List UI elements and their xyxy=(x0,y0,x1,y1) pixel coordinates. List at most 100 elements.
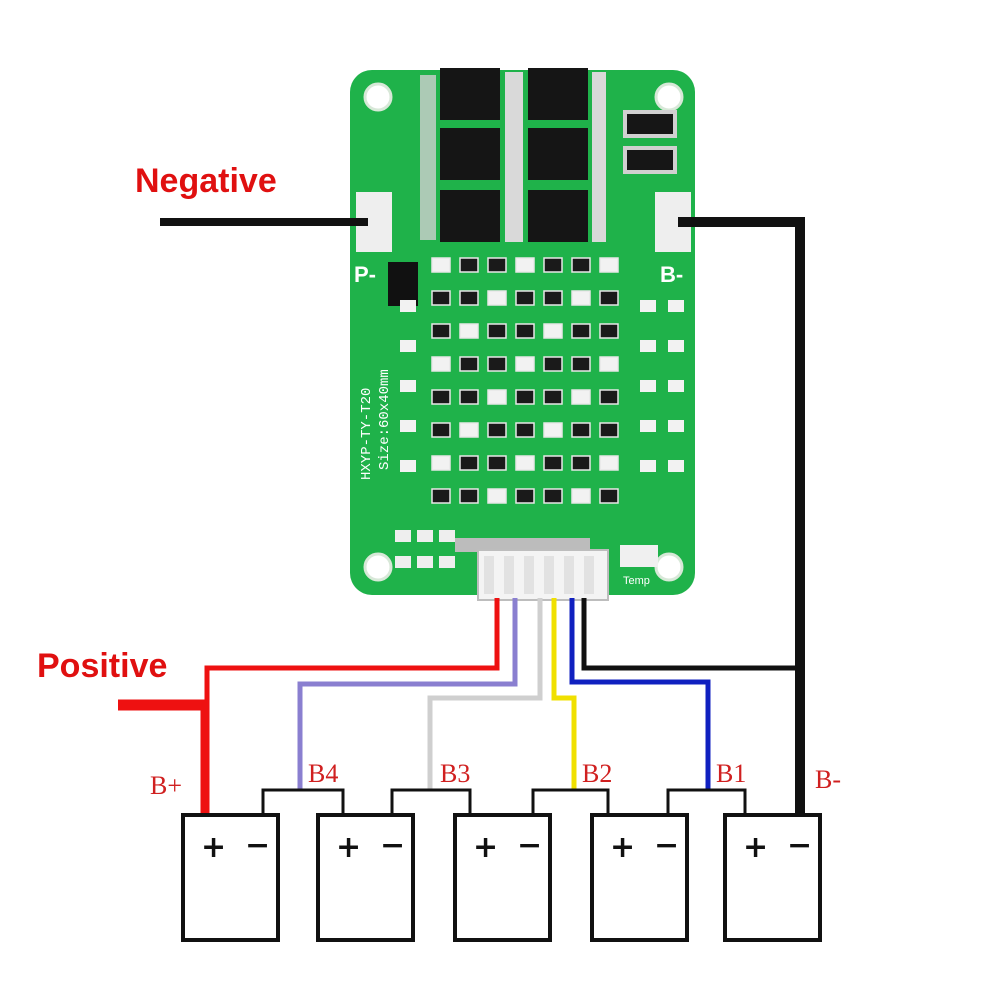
battery-plus-sign: + xyxy=(610,830,635,865)
battery-pack: +−+−+−+−+− xyxy=(181,788,822,942)
smd-component xyxy=(459,422,479,438)
smd-component xyxy=(431,323,451,339)
battery-plus-sign: + xyxy=(743,830,768,865)
smd-component xyxy=(543,290,563,306)
pad-label-b-minus: B- xyxy=(660,262,683,287)
battery-cell xyxy=(181,813,280,942)
mounting-hole xyxy=(654,552,684,582)
cell-bridge xyxy=(390,788,472,815)
smd-component xyxy=(487,290,507,306)
battery-plus-sign: + xyxy=(473,830,498,865)
battery-minus-sign: − xyxy=(517,828,542,863)
wire-label-b2: B2 xyxy=(582,759,612,788)
smd-component xyxy=(515,488,535,504)
smd-component xyxy=(543,389,563,405)
smd-component xyxy=(640,380,656,392)
smd-component xyxy=(459,455,479,471)
battery-cell xyxy=(723,813,822,942)
smd-component xyxy=(395,556,411,568)
smd-component xyxy=(395,530,411,542)
shunt-resistor xyxy=(623,146,677,174)
mosfet xyxy=(528,190,588,242)
b3-wire xyxy=(427,598,543,790)
smd-component xyxy=(543,356,563,372)
battery-minus-sign: − xyxy=(654,828,679,863)
battery-cell xyxy=(590,813,689,942)
smd-component xyxy=(599,290,619,306)
smd-component xyxy=(668,460,684,472)
positive-label: Positive xyxy=(37,647,167,685)
smd-component xyxy=(431,455,451,471)
smd-component xyxy=(487,422,507,438)
temp-pad xyxy=(620,545,658,567)
connector-pin xyxy=(544,556,554,594)
smd-component xyxy=(400,460,416,472)
size-text: Size:60x40mm xyxy=(377,369,393,470)
connector-black-wire xyxy=(581,598,800,671)
smd-component xyxy=(431,488,451,504)
model-text: HXYP-TY-T20 xyxy=(359,388,375,480)
negative-label: Negative xyxy=(135,162,277,200)
smd-component xyxy=(543,323,563,339)
shunt-resistor xyxy=(623,110,677,138)
smd-component xyxy=(400,380,416,392)
cell-bridge xyxy=(666,788,747,815)
smd-component xyxy=(599,356,619,372)
smd-component xyxy=(571,323,591,339)
smd-component xyxy=(417,530,433,542)
mosfet xyxy=(440,68,500,120)
smd-component xyxy=(487,323,507,339)
mosfet xyxy=(440,190,500,242)
smd-component xyxy=(599,257,619,273)
smd-component xyxy=(431,389,451,405)
wire-label-b3: B3 xyxy=(440,759,470,788)
smd-component xyxy=(571,290,591,306)
battery-plus-sign: + xyxy=(201,830,226,865)
b2-wire xyxy=(551,598,577,790)
connector-pin xyxy=(484,556,494,594)
mosfet-leads xyxy=(420,75,436,240)
smd-component xyxy=(571,389,591,405)
smd-component xyxy=(459,290,479,306)
mosfet-array xyxy=(420,68,606,242)
smd-component xyxy=(668,420,684,432)
smd-component xyxy=(515,323,535,339)
mosfet xyxy=(528,128,588,180)
battery-cell xyxy=(453,813,552,942)
smd-component xyxy=(599,455,619,471)
cell-bridge xyxy=(261,788,345,815)
smd-component xyxy=(487,257,507,273)
connector-pin xyxy=(564,556,574,594)
pad-label-p-minus: P- xyxy=(354,262,376,287)
mounting-hole xyxy=(363,552,393,582)
smd-component xyxy=(515,356,535,372)
smd-component xyxy=(640,460,656,472)
smd-component xyxy=(571,257,591,273)
smd-component xyxy=(459,323,479,339)
mosfet-tab xyxy=(592,72,606,242)
temp-label: Temp xyxy=(623,575,650,587)
smd-component xyxy=(459,488,479,504)
connector-pin xyxy=(584,556,594,594)
smd-component xyxy=(431,290,451,306)
b1-wire xyxy=(569,598,711,790)
smd-component xyxy=(515,422,535,438)
mosfet-tab xyxy=(505,72,523,242)
smd-component xyxy=(543,455,563,471)
mounting-hole xyxy=(654,82,684,112)
smd-component xyxy=(599,389,619,405)
mounting-hole xyxy=(363,82,393,112)
smd-component xyxy=(571,356,591,372)
connector-pin xyxy=(504,556,514,594)
smd-component xyxy=(487,356,507,372)
smd-component xyxy=(515,290,535,306)
smd-component xyxy=(640,340,656,352)
smd-component xyxy=(543,422,563,438)
smd-component xyxy=(571,488,591,504)
cell-bridge xyxy=(531,788,610,815)
smd-component xyxy=(599,323,619,339)
smd-component xyxy=(487,488,507,504)
smd-component xyxy=(640,300,656,312)
wire-label-b-plus: B+ xyxy=(150,771,182,800)
